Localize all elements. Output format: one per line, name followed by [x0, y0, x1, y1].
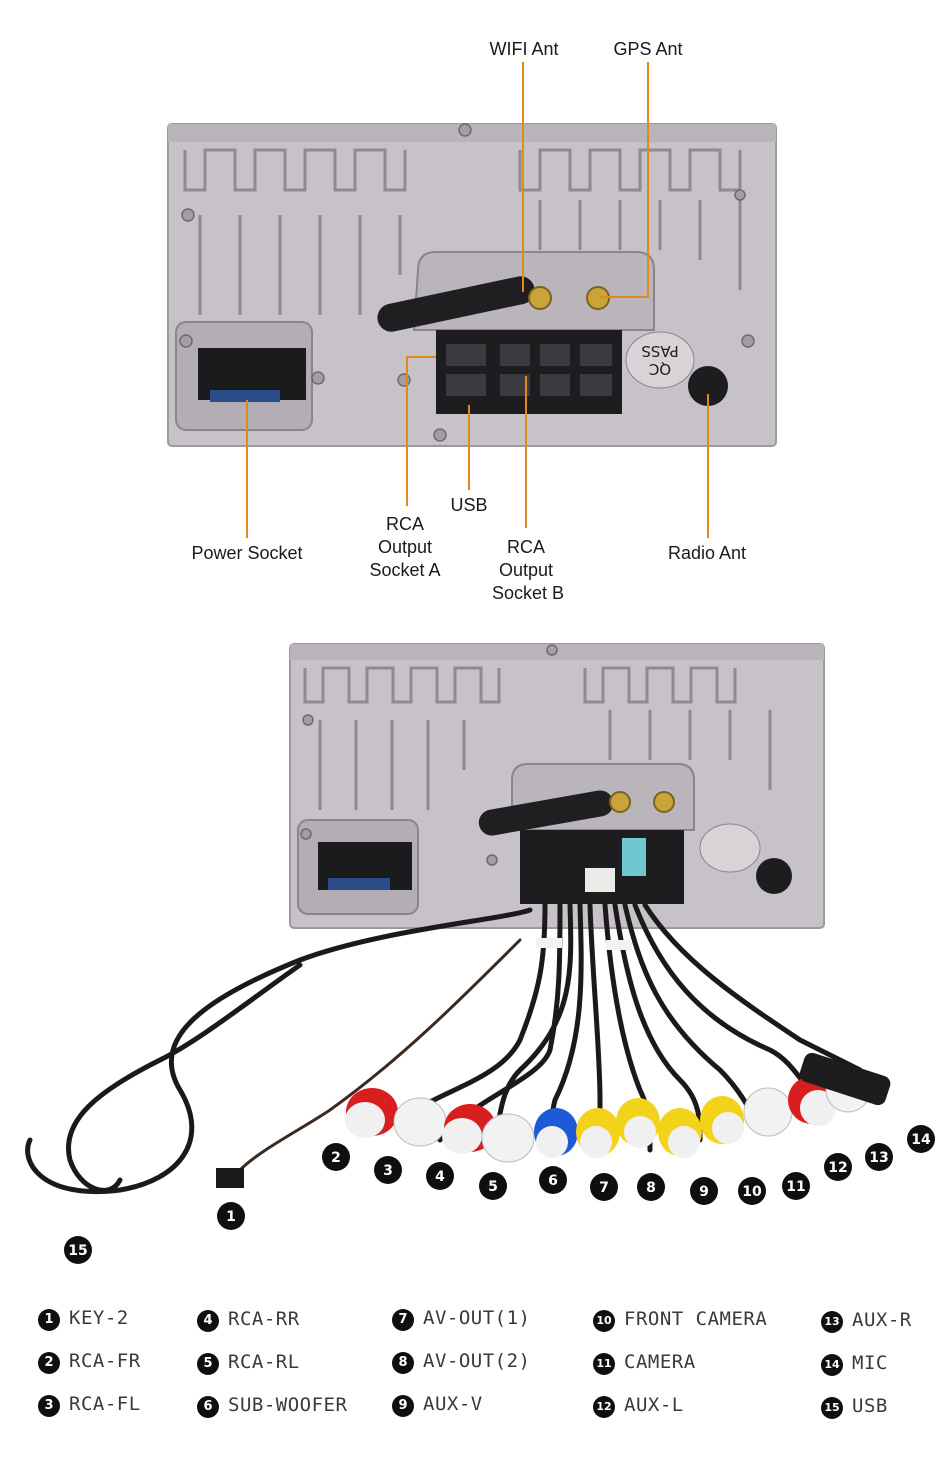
rca-socket-block: [436, 330, 622, 414]
legend-badge: 14: [821, 1354, 843, 1376]
leader-radio: [707, 394, 709, 538]
label-power-socket: Power Socket: [191, 543, 303, 563]
callout-1: 1: [217, 1202, 245, 1230]
leader-wifi: [522, 62, 524, 292]
legend-label: RCA-RL: [228, 1351, 300, 1373]
callout-9: 9: [690, 1177, 718, 1205]
svg-text:7: 7: [599, 1180, 609, 1196]
svg-text:3: 3: [383, 1163, 393, 1179]
legend-badge: 1: [38, 1309, 60, 1331]
legend-badge: 3: [38, 1395, 60, 1417]
legend-badge: 13: [821, 1311, 843, 1333]
legend-label: RCA-FL: [69, 1393, 141, 1415]
legend-label: AUX-R: [852, 1309, 912, 1331]
label-gps-ant: GPS Ant: [613, 39, 683, 59]
svg-text:10: 10: [742, 1184, 762, 1200]
label-rca-b-line2: Output: [498, 560, 554, 580]
callout-8: 8: [637, 1173, 665, 1201]
legend-badge: 5: [197, 1353, 219, 1375]
legend-badge: 10: [593, 1310, 615, 1332]
radio-antenna-socket: [688, 366, 728, 406]
svg-text:12: 12: [828, 1160, 847, 1176]
svg-text:8: 8: [646, 1180, 656, 1196]
callout-11: 11: [782, 1172, 810, 1200]
cable-bundle: [25, 902, 863, 1194]
leader-rca-a-h: [406, 356, 436, 358]
legend-label: RCA-FR: [69, 1350, 141, 1372]
pass-text: PASS: [641, 342, 678, 360]
legend-label: AUX-L: [624, 1394, 684, 1416]
callout-12: 12: [824, 1153, 852, 1181]
callout-numbers: 1 2 3 4 5 6 7 8 9 10 11 12 13 14 15: [64, 1125, 935, 1264]
heat-sink-fins: [183, 148, 742, 315]
callout-3: 3: [374, 1156, 402, 1184]
label-radio-ant: Radio Ant: [667, 543, 747, 563]
callout-7: 7: [590, 1173, 618, 1201]
legend-badge: 15: [821, 1397, 843, 1419]
leader-rca-b: [525, 376, 527, 528]
callout-14: 14: [907, 1125, 935, 1153]
svg-text:6: 6: [548, 1173, 558, 1189]
back-panel-diagram: QC PASS: [167, 123, 777, 447]
callout-10: 10: [738, 1177, 766, 1205]
legend-badge: 11: [593, 1353, 615, 1375]
svg-text:4: 4: [435, 1169, 445, 1185]
legend-label: AUX-V: [423, 1393, 483, 1415]
legend: 1 KEY-2 2 RCA-FR 3 RCA-FL 4 RCA-RR 5 RCA…: [0, 1300, 950, 1440]
qc-text: QC: [649, 360, 671, 378]
label-rca-a-line3: Socket A: [369, 560, 441, 580]
callout-13: 13: [865, 1143, 893, 1171]
legend-label: AV-OUT(2): [423, 1350, 531, 1372]
legend-label: SUB-WOOFER: [228, 1394, 348, 1416]
legend-label: RCA-RR: [228, 1308, 300, 1330]
legend-badge: 4: [197, 1310, 219, 1332]
leader-gps: [647, 62, 649, 298]
wifi-antenna: [377, 276, 535, 332]
leader-rca-a: [406, 356, 408, 506]
wifi-connector: [528, 286, 552, 310]
label-rca-a-line1: RCA: [385, 514, 424, 534]
callout-2: 2: [322, 1143, 350, 1171]
label-rca-b-line1: RCA: [506, 537, 545, 557]
legend-label: FRONT CAMERA: [624, 1308, 768, 1330]
leader-usb: [468, 405, 470, 490]
legend-label: CAMERA: [624, 1351, 696, 1373]
legend-badge: 12: [593, 1396, 615, 1418]
legend-label: USB: [852, 1395, 888, 1417]
svg-text:5: 5: [488, 1179, 498, 1195]
legend-label: MIC: [852, 1352, 888, 1374]
callout-6: 6: [539, 1166, 567, 1194]
label-rca-b-line3: Socket B: [491, 583, 565, 603]
leader-power: [246, 400, 248, 538]
svg-text:11: 11: [786, 1179, 805, 1195]
svg-text:15: 15: [68, 1243, 87, 1259]
label-rca-a-line2: Output: [377, 537, 433, 557]
svg-text:2: 2: [331, 1150, 341, 1166]
label-wifi-ant: WIFI Ant: [489, 39, 559, 59]
svg-text:1: 1: [226, 1209, 236, 1225]
svg-text:9: 9: [699, 1184, 709, 1200]
legend-badge: 9: [392, 1395, 414, 1417]
callout-5: 5: [479, 1172, 507, 1200]
leader-gps-h: [600, 296, 649, 298]
svg-text:14: 14: [911, 1132, 931, 1148]
callout-4: 4: [426, 1162, 454, 1190]
rca-plugs: [216, 1052, 891, 1188]
gps-connector: [586, 286, 610, 310]
legend-badge: 8: [392, 1352, 414, 1374]
legend-label: AV-OUT(1): [423, 1307, 531, 1329]
label-usb: USB: [450, 495, 488, 515]
svg-text:13: 13: [869, 1150, 888, 1166]
legend-badge: 2: [38, 1352, 60, 1374]
legend-label: KEY-2: [69, 1307, 129, 1329]
callout-15: 15: [64, 1236, 92, 1264]
legend-badge: 6: [197, 1396, 219, 1418]
harness-diagram: 1 2 3 4 5 6 7 8 9 10 11 12 13 14 15: [25, 643, 935, 1264]
legend-badge: 7: [392, 1309, 414, 1331]
